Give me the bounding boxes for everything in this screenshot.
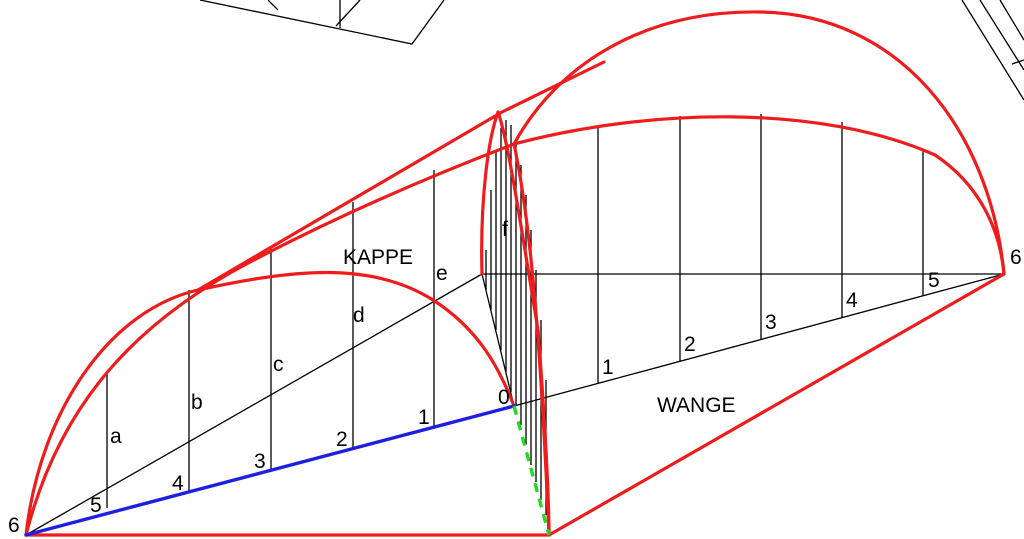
- wange-outer-arch: [512, 10, 1006, 276]
- outline-curves: [24, 10, 1006, 537]
- kappe-diagonal-line: [25, 273, 483, 536]
- wange-number-5: 5: [928, 269, 940, 292]
- kappe-number-3: 3: [254, 450, 266, 473]
- top-right-fragment: [961, 0, 1024, 101]
- section-base-edge: [512, 405, 551, 536]
- origin-label: 0: [498, 386, 510, 409]
- wange-number-4: 4: [846, 289, 858, 312]
- section-inner-curve: [512, 142, 551, 537]
- top-left-fragment: [199, 0, 445, 45]
- section-outline: [480, 110, 551, 537]
- kappe-cross-arch: [24, 270, 516, 537]
- origin-connector-line: [481, 273, 515, 407]
- wange-inner-arch: [512, 115, 1006, 276]
- kappe-base-edge: [24, 404, 516, 537]
- kappe-letter-e: e: [436, 262, 448, 285]
- left-corner-label: 6: [8, 514, 20, 537]
- wange-diagonal-line: [513, 273, 1005, 407]
- kappe-outer-arch: [24, 142, 516, 537]
- kappe-number-2: 2: [336, 428, 348, 451]
- wange-number-2: 2: [684, 333, 696, 356]
- kappe-ridge-line: [196, 60, 606, 292]
- kappe-letter-f: f: [502, 218, 508, 241]
- kappe-letter-a: a: [110, 425, 122, 448]
- kappe-number-4: 4: [172, 472, 184, 495]
- base-outline: [24, 272, 1006, 537]
- kappe-label: KAPPE: [343, 246, 413, 269]
- construction-lines: [25, 114, 1005, 536]
- kappe-letter-d: d: [353, 304, 365, 327]
- kappe-number-5: 5: [90, 494, 102, 517]
- kappe-letter-b: b: [191, 391, 203, 414]
- top-left-fragment-ticks: [267, 0, 361, 28]
- labels: KAPPE WANGE 6 6 0 a b c d e f 5 4 3 2 1 …: [8, 218, 1022, 537]
- wange-number-3: 3: [765, 311, 777, 334]
- wange-number-1: 1: [602, 356, 614, 379]
- background-fragments: [199, 0, 1024, 101]
- kappe-letter-c: c: [273, 353, 284, 376]
- kappe-number-1: 1: [418, 406, 430, 429]
- right-corner-label: 6: [1010, 246, 1022, 269]
- wange-label: WANGE: [657, 394, 736, 417]
